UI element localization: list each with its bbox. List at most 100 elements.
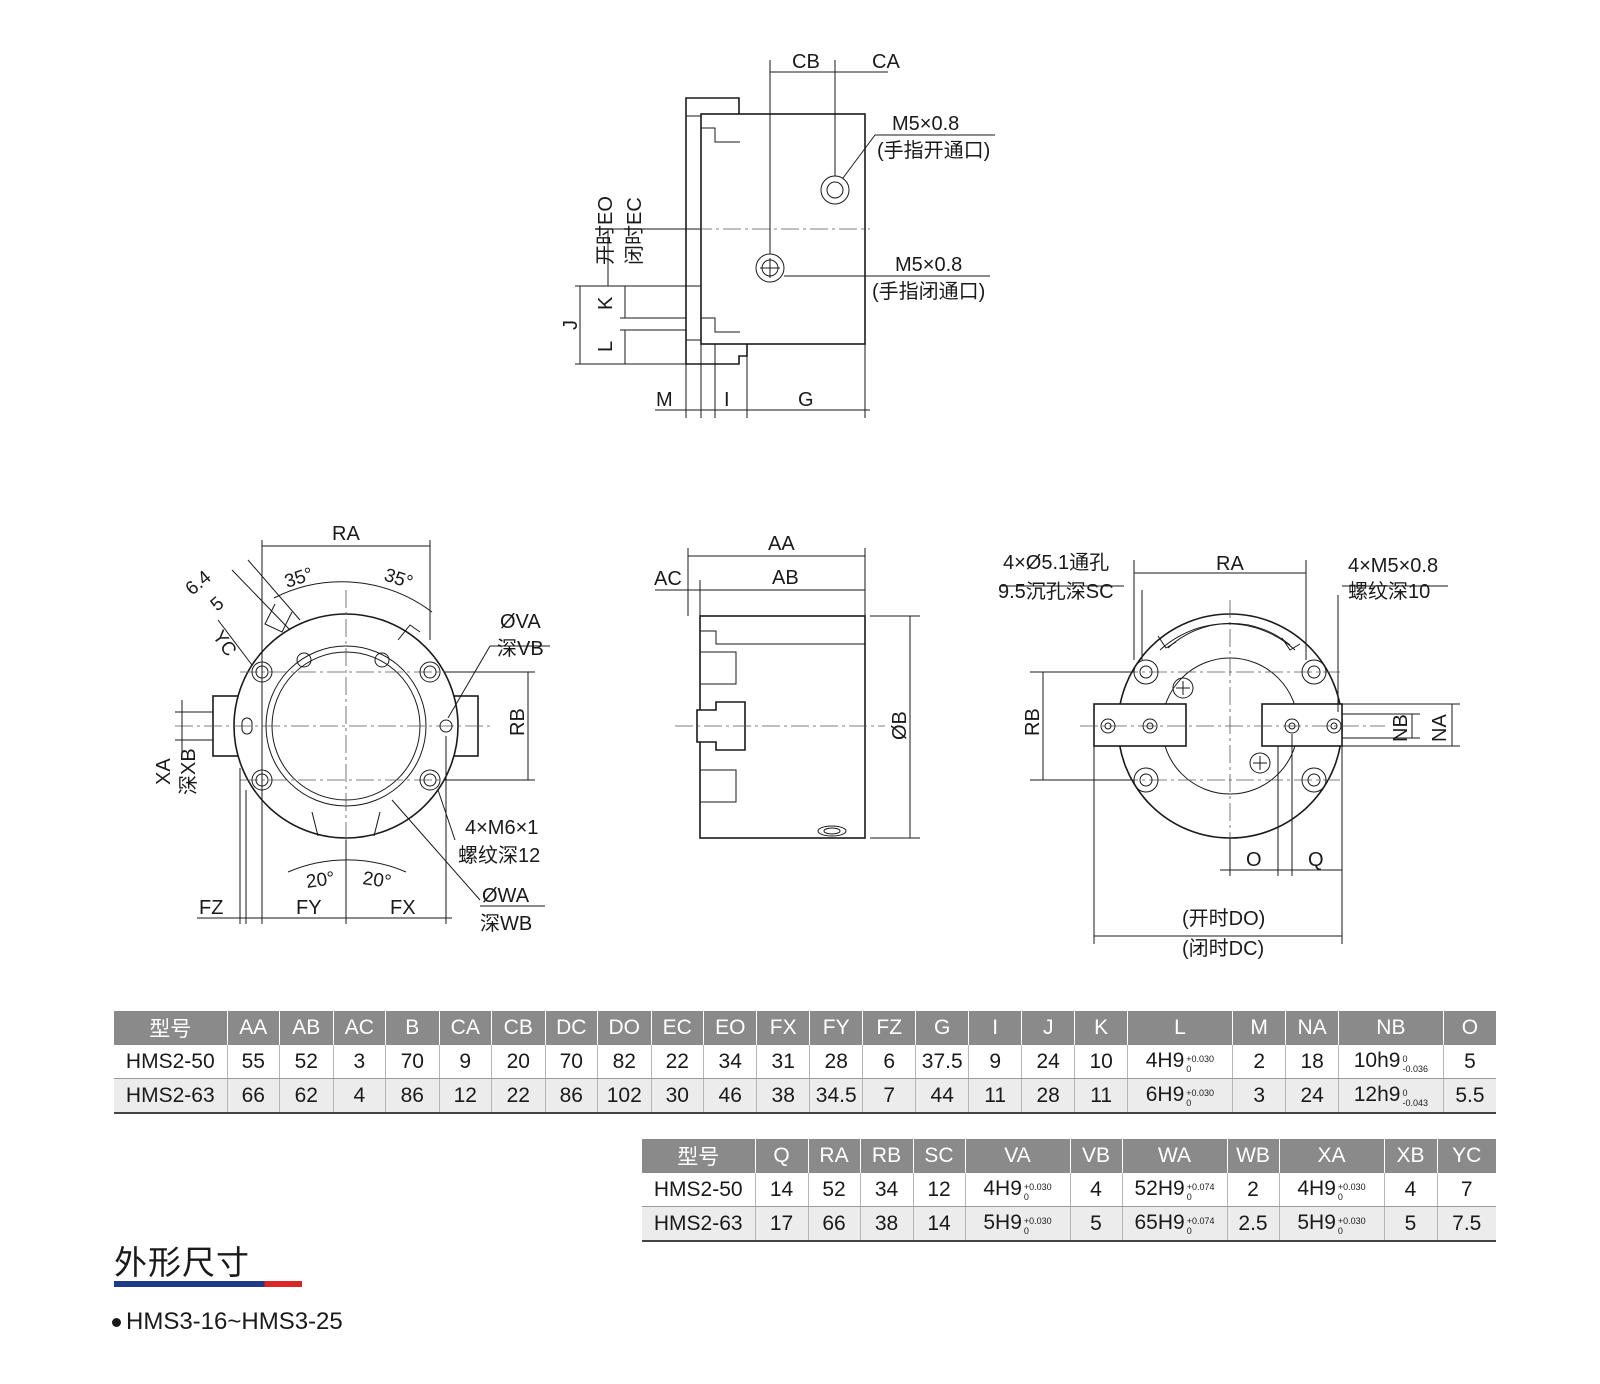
dim-ac: AC <box>654 568 682 590</box>
table1-header-cell: O <box>1443 1011 1496 1045</box>
label-close-ec: 闭时EC <box>623 197 646 265</box>
table1-cell: 34.5 <box>809 1078 864 1114</box>
table1-header-cell: DC <box>545 1011 599 1045</box>
dim-l: L <box>595 341 617 352</box>
port-close-thread: M5×0.8 <box>895 254 962 276</box>
thread-m6: 4×M6×1 <box>465 817 538 839</box>
table1-header-cell: CA <box>439 1011 493 1045</box>
table1-cell: 82 <box>597 1045 652 1079</box>
table1-cell: 55 <box>227 1045 281 1079</box>
table1-header-cell: DO <box>597 1011 652 1045</box>
dim-q: Q <box>1308 849 1324 871</box>
table1-cell: 62 <box>279 1078 334 1114</box>
table1-header-cell: M <box>1232 1011 1287 1045</box>
table1-header-cell: AB <box>279 1011 334 1045</box>
table1-header-cell: EO <box>703 1011 758 1045</box>
close-dc: (闭时DC) <box>1182 937 1264 960</box>
table1-cell: 70 <box>385 1045 440 1079</box>
table1-cell: 30 <box>651 1078 704 1114</box>
table1-cell: 52 <box>279 1045 334 1079</box>
angle-35-b: 35° <box>381 565 415 594</box>
angle-20-b: 20° <box>361 868 392 893</box>
table1-cell: 66 <box>227 1078 281 1114</box>
table2-cell: 14 <box>755 1173 809 1207</box>
table1-header-cell: CB <box>491 1011 546 1045</box>
dim-wb: 深WB <box>480 912 532 935</box>
table2-cell: 7.5 <box>1437 1206 1496 1242</box>
thread-m5: 4×M5×0.8 <box>1348 555 1438 577</box>
table1-cell: 37.5 <box>915 1045 970 1079</box>
table1-header-cell: G <box>915 1011 970 1045</box>
dim-fz: FZ <box>199 897 223 919</box>
table1-cell: 5 <box>1443 1045 1496 1079</box>
table1-header-cell: B <box>385 1011 440 1045</box>
table1-cell: 18 <box>1285 1045 1339 1079</box>
table1-cell: 2 <box>1232 1045 1287 1079</box>
table2-header-cell: WB <box>1227 1139 1280 1173</box>
technical-drawing: CB CA M5×0.8 (手指开通口) M5×0.8 (手指闭通口) 开时EO… <box>153 51 1460 960</box>
dim-xa: XA <box>153 758 175 785</box>
hole-5-1: 4×Ø5.1通孔 <box>1003 551 1109 574</box>
table1-header-cell: J <box>1021 1011 1076 1045</box>
table2-header-cell: VA <box>965 1139 1071 1173</box>
thread-depth-10: 螺纹深10 <box>1348 580 1430 603</box>
dim-ra-left: RA <box>332 523 360 545</box>
table1-cell: 10 <box>1074 1045 1128 1079</box>
table1-header-cell: EC <box>651 1011 704 1045</box>
table1-cell: 6 <box>862 1045 916 1079</box>
right-view: 4×Ø5.1通孔 9.5沉孔深SC RA 4×M5×0.8 螺纹深10 RB N… <box>998 551 1460 960</box>
table1-cell: 12 <box>439 1078 493 1114</box>
dim-ab: AB <box>772 567 799 589</box>
table1-cell: 7 <box>862 1078 916 1114</box>
table1-header-cell: NA <box>1285 1011 1339 1045</box>
table1-cell: HMS2-50 <box>114 1045 228 1079</box>
table1-cell: 46 <box>703 1078 758 1114</box>
table2-header-cell: WA <box>1122 1139 1228 1173</box>
label-open-eo: 开时EO <box>594 196 617 265</box>
dim-aa: AA <box>768 533 795 555</box>
port-close-note: (手指闭通口) <box>872 280 985 303</box>
title-underline-bar <box>114 1281 302 1287</box>
table1-cell: 38 <box>756 1078 810 1114</box>
table2-cell: 7 <box>1437 1173 1496 1207</box>
port-open-thread: M5×0.8 <box>892 113 959 135</box>
table2-cell: 14 <box>913 1206 966 1242</box>
table2-cell: 4 <box>1070 1173 1123 1207</box>
table2-cell: 34 <box>860 1173 914 1207</box>
table1-cell: 102 <box>597 1078 652 1114</box>
table2-cell: 66 <box>808 1206 861 1242</box>
table1-cell: 11 <box>1074 1078 1128 1114</box>
table1-cell: 70 <box>545 1045 599 1079</box>
table2-cell: 2.5 <box>1227 1206 1280 1242</box>
table1-cell: 86 <box>385 1078 440 1114</box>
table2-cell: 5 <box>1070 1206 1123 1242</box>
top-view: CB CA M5×0.8 (手指开通口) M5×0.8 (手指闭通口) 开时EO… <box>560 51 995 418</box>
counterbore-sc: 9.5沉孔深SC <box>998 580 1114 603</box>
middle-view: AA AC AB ØB <box>654 533 920 839</box>
dim-g: G <box>798 389 814 411</box>
table2-cell: 5 <box>1384 1206 1438 1242</box>
table1-cell: 11 <box>968 1078 1022 1114</box>
table1-header-cell: L <box>1127 1011 1233 1045</box>
table1-cell: 3 <box>333 1045 387 1079</box>
table2-header-cell: YC <box>1437 1139 1496 1173</box>
table1-header-cell: 型号 <box>114 1011 228 1045</box>
table1-header-cell: NB <box>1338 1011 1444 1045</box>
tolerance: 0-0.043 <box>1402 1088 1428 1108</box>
dim-rb-left: RB <box>507 708 529 736</box>
table1-cell: 22 <box>651 1045 704 1079</box>
table2-cell: HMS2-63 <box>642 1206 756 1242</box>
dim-vb: 深VB <box>497 637 544 660</box>
angle-35-a: 35° <box>282 564 316 593</box>
